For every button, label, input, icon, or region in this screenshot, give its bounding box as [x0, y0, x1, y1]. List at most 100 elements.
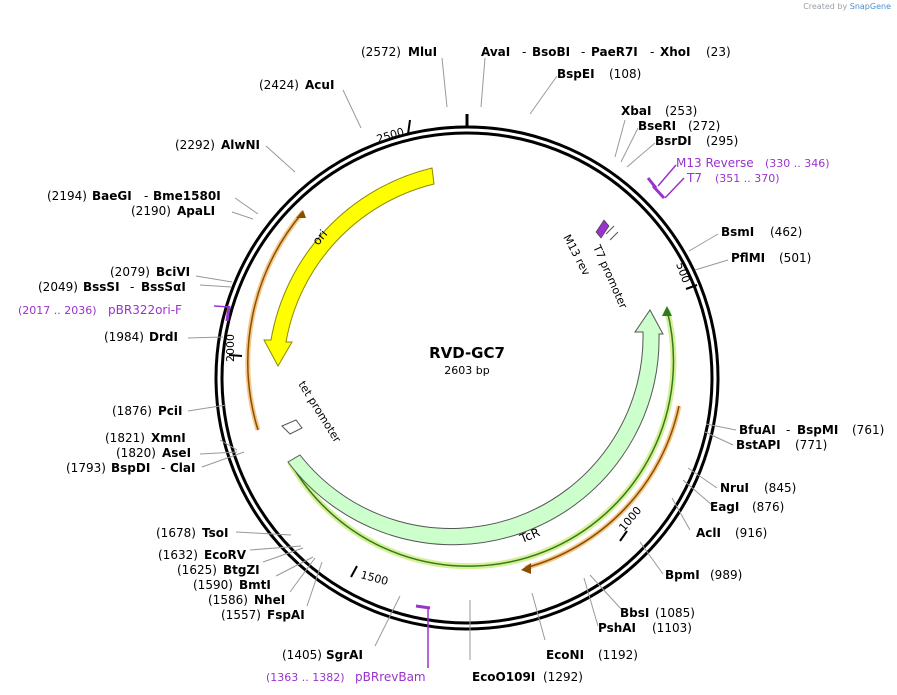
primer-range: (2017 .. 2036) — [18, 304, 97, 317]
enzyme-name[interactable]: DrdI — [149, 330, 178, 344]
enzyme-position: (2572) — [361, 45, 401, 59]
enzyme-position: (108) — [609, 67, 641, 81]
enzyme-name[interactable]: BfuAI — [739, 423, 776, 437]
ori-feature-arrow[interactable] — [263, 167, 435, 368]
enzyme-leader-lines — [187, 57, 737, 660]
enzyme-name[interactable]: SgrAI — [326, 648, 363, 662]
enzyme-position: (1192) — [598, 648, 638, 662]
orange-strand-left-core — [247, 211, 304, 431]
enzyme-separator: - — [581, 45, 585, 59]
enzyme-position: (253) — [665, 104, 697, 118]
enzyme-position: (2292) — [175, 138, 215, 152]
enzyme-separator: - — [161, 461, 165, 475]
enzyme-separator: - — [786, 423, 790, 437]
enzyme-name[interactable]: MluI — [408, 45, 437, 59]
enzyme-name[interactable]: BpmI — [665, 568, 700, 582]
tet-promoter-label: tet promoter — [295, 379, 343, 446]
primer-name[interactable]: M13 Reverse — [676, 156, 754, 170]
enzyme-name[interactable]: BseRI — [638, 119, 676, 133]
enzyme-name[interactable]: XbaI — [621, 104, 651, 118]
tick-label-2000: 2000 — [224, 334, 237, 362]
primer-range: (330 .. 346) — [765, 157, 830, 170]
enzyme-name[interactable]: XmnI — [151, 431, 186, 445]
primer-name[interactable]: T7 — [686, 171, 702, 185]
enzyme-name[interactable]: BspMI — [797, 423, 838, 437]
tet-promoter-feature — [281, 419, 303, 435]
enzyme-name[interactable]: BmtI — [239, 578, 271, 592]
enzyme-position: (2049) — [38, 280, 78, 294]
enzyme-position: (1984) — [104, 330, 144, 344]
enzyme-name[interactable]: PflMI — [731, 251, 765, 265]
enzyme-position: (1625) — [177, 563, 217, 577]
primer-range: (1363 .. 1382) — [266, 671, 345, 684]
tick-2000 — [228, 354, 243, 357]
primer-name[interactable]: pBRrevBam — [355, 670, 426, 684]
enzyme-position: (1820) — [116, 446, 156, 460]
t7-promoter-label: T7 promoter — [590, 242, 630, 311]
enzyme-name[interactable]: BsrDI — [655, 134, 692, 148]
enzyme-position: (761) — [852, 423, 884, 437]
enzyme-name[interactable]: BaeGI — [92, 189, 132, 203]
plasmid-name: RVD-GC7 — [429, 344, 505, 362]
enzyme-name[interactable]: AvaI — [481, 45, 510, 59]
enzyme-position: (1292) — [543, 670, 583, 684]
enzyme-name[interactable]: PaeR7I — [591, 45, 638, 59]
orange-strand-right-head — [521, 563, 531, 574]
enzyme-position: (1085) — [655, 606, 695, 620]
enzyme-name[interactable]: BciVI — [156, 265, 190, 279]
tick-label-1000: 1000 — [616, 504, 644, 534]
enzyme-name[interactable]: BstAPI — [736, 438, 781, 452]
enzyme-name[interactable]: BspEI — [557, 67, 595, 81]
enzyme-name[interactable]: BsoBI — [532, 45, 570, 59]
enzyme-name[interactable]: AseI — [162, 446, 191, 460]
enzyme-position: (462) — [770, 225, 802, 239]
orange-strand-right-core — [524, 405, 680, 569]
enzyme-name[interactable]: AclI — [696, 526, 721, 540]
enzyme-position: (501) — [779, 251, 811, 265]
enzyme-name[interactable]: AlwNI — [221, 138, 260, 152]
enzyme-name[interactable]: XhoI — [660, 45, 691, 59]
enzyme-position: (2079) — [110, 265, 150, 279]
enzyme-name[interactable]: PshAI — [598, 621, 636, 635]
enzyme-name[interactable]: FspAI — [267, 608, 305, 622]
enzyme-name[interactable]: TsoI — [202, 526, 228, 540]
enzyme-name[interactable]: EcoRV — [204, 548, 247, 562]
enzyme-name[interactable]: BssSI — [83, 280, 120, 294]
enzyme-separator: - — [522, 45, 526, 59]
tcr-feature-arrow[interactable] — [287, 309, 664, 546]
credit-prefix: Created by — [803, 2, 848, 11]
t7-promoter-feature — [605, 225, 619, 241]
enzyme-separator: - — [144, 189, 148, 203]
enzyme-position: (1678) — [156, 526, 196, 540]
enzyme-name[interactable]: NheI — [254, 593, 285, 607]
enzyme-name[interactable]: EagI — [710, 500, 739, 514]
enzyme-name[interactable]: BsmI — [721, 225, 754, 239]
tick-2500 — [407, 119, 411, 135]
enzyme-position: (1557) — [221, 608, 261, 622]
primer-leader-lines — [213, 164, 685, 668]
enzyme-name[interactable]: ApaLI — [177, 204, 215, 218]
enzyme-position: (2194) — [47, 189, 87, 203]
enzyme-name[interactable]: BspDI — [111, 461, 150, 475]
enzyme-position: (1793) — [66, 461, 106, 475]
enzyme-position: (272) — [688, 119, 720, 133]
enzyme-position: (1590) — [193, 578, 233, 592]
primer-marks — [225, 177, 666, 610]
enzyme-name[interactable]: PciI — [158, 404, 183, 418]
enzyme-name[interactable]: AcuI — [305, 78, 334, 92]
primer-name[interactable]: pBR322ori-F — [108, 303, 182, 317]
enzyme-position: (1876) — [112, 404, 152, 418]
enzyme-name[interactable]: NruI — [720, 481, 749, 495]
enzyme-position: (1405) — [282, 648, 322, 662]
backbone-inner-circle — [220, 131, 714, 625]
enzyme-name[interactable]: EcoNI — [546, 648, 584, 662]
tick-label-1500: 1500 — [359, 568, 389, 588]
enzyme-name[interactable]: ClaI — [170, 461, 195, 475]
enzyme-name[interactable]: BbsI — [620, 606, 649, 620]
tick-1500 — [350, 565, 358, 578]
enzyme-name[interactable]: BssSαI — [141, 280, 186, 294]
enzyme-name[interactable]: EcoO109I — [472, 670, 535, 684]
enzyme-name[interactable]: BtgZI — [223, 563, 260, 577]
enzyme-name[interactable]: Bme1580I — [153, 189, 221, 203]
enzyme-position: (916) — [735, 526, 767, 540]
